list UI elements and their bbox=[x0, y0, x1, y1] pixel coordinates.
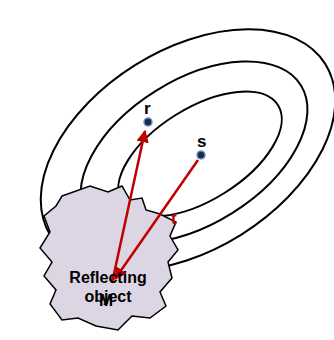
object-label-box: Reflecting object bbox=[56, 268, 160, 306]
vector-label: t bbox=[171, 210, 177, 227]
path-arrow bbox=[115, 160, 198, 279]
receiver-point bbox=[144, 118, 152, 126]
object-name: Reflecting object bbox=[56, 268, 160, 306]
point-label: r bbox=[144, 100, 151, 117]
point-label: s bbox=[197, 133, 206, 150]
reflecting-object bbox=[40, 186, 178, 330]
source-point bbox=[197, 151, 205, 159]
